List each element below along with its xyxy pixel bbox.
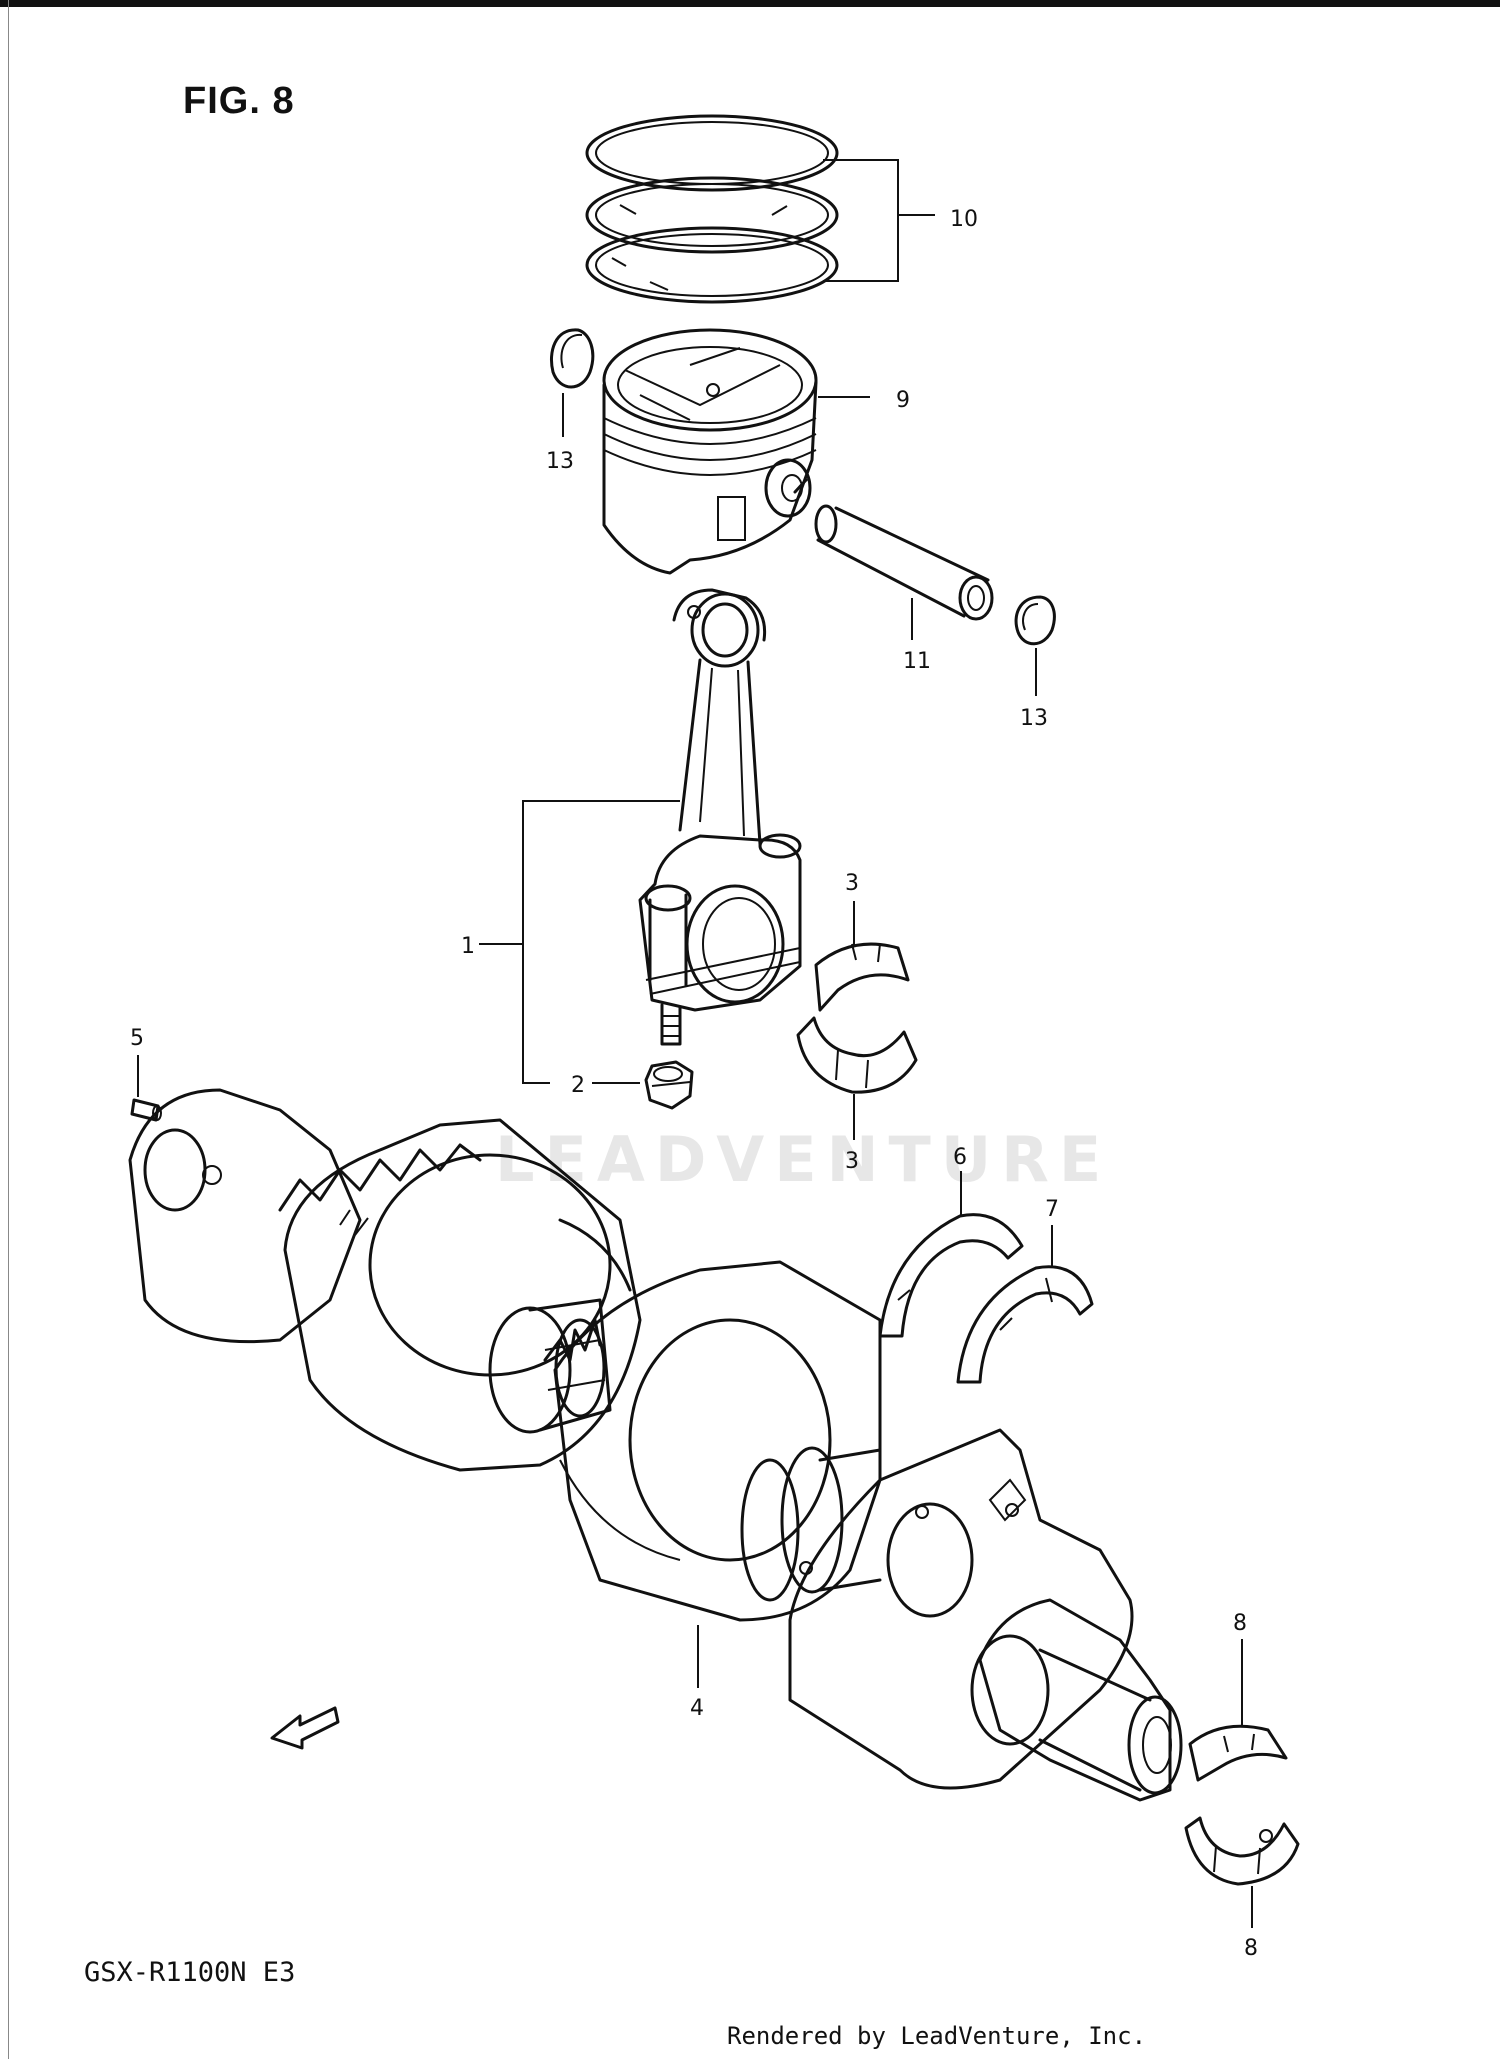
nut-drawing	[644, 1060, 694, 1110]
callout-2: 2	[571, 1073, 585, 1098]
callout-12: 11	[903, 649, 931, 674]
watermark-text: LEADVENTURE	[495, 1123, 1112, 1196]
thrust-bearings-drawing	[878, 1213, 1094, 1384]
top-border	[0, 0, 1500, 7]
piston-drawing	[602, 328, 818, 575]
circlips-drawing	[549, 328, 1056, 646]
footer-credit: Rendered by LeadVenture, Inc.	[727, 2022, 1147, 2050]
callout-11: 10	[950, 207, 978, 232]
callout-5: 5	[130, 1026, 144, 1051]
callout-10: 9	[896, 388, 910, 413]
forward-arrow-icon	[270, 1706, 340, 1750]
callout-13-right: 13	[1020, 706, 1048, 731]
connecting-rod-drawing	[638, 588, 802, 1046]
callout-9: 8	[1233, 1611, 1247, 1636]
piston-rings-drawing	[585, 114, 839, 304]
callout-3-lower: 3	[845, 1149, 859, 1174]
callout-3-upper: 3	[845, 871, 859, 896]
callout-6: 6	[953, 1145, 967, 1170]
callout-7: 7	[1045, 1197, 1059, 1222]
callout-8: 8	[1244, 1936, 1258, 1961]
callout-labels: 10 9 13 11 13 1 2 3 3 5 6 7 4 8 8	[130, 207, 1258, 1961]
callout-1: 1	[461, 934, 475, 959]
crankshaft-drawing	[128, 1088, 1183, 1802]
piston-pin-drawing	[814, 504, 994, 621]
callout-4: 4	[690, 1696, 704, 1721]
main-bearings-drawing	[1184, 1724, 1300, 1886]
dowel-pin-drawing	[130, 1098, 162, 1122]
left-border	[8, 0, 9, 2059]
figure-title: FIG. 8	[183, 80, 295, 122]
callout-13-left: 13	[546, 449, 574, 474]
conrod-bearings-drawing	[796, 942, 918, 1094]
model-designation: GSX-R1100N E3	[84, 1957, 296, 1988]
leader-lines	[137, 159, 1253, 1928]
